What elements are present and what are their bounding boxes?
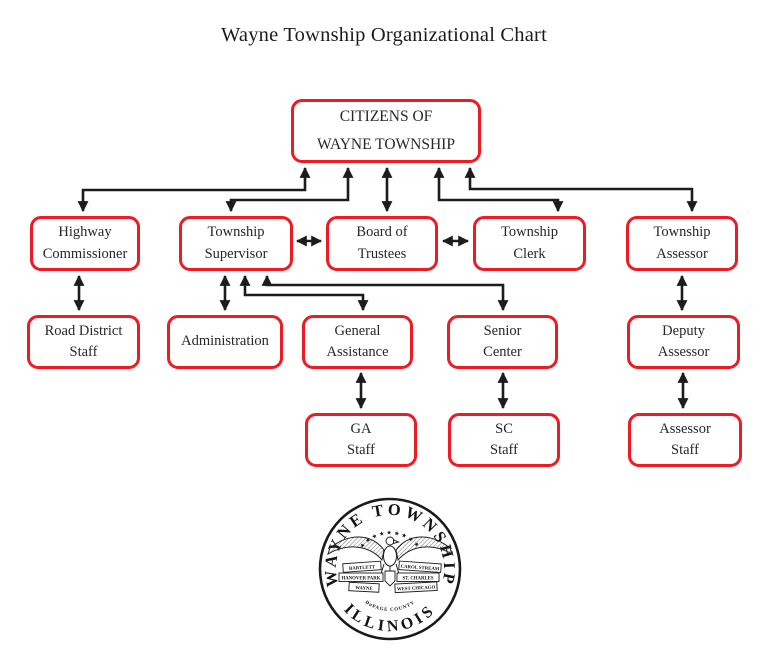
node-general-assistance: General Assistance [302, 315, 413, 369]
node-label-line: Assistance [326, 344, 389, 360]
seal-banner-carol-stream: CAROL STREAM [400, 565, 440, 573]
node-label-line: Township [653, 224, 711, 240]
seal-banner-st-charles: ST. CHARLES [402, 577, 433, 582]
node-board-of-trustees: Board of Trustees [326, 216, 438, 271]
node-senior-center: Senior Center [447, 315, 558, 369]
node-assessor-staff: Assessor Staff [628, 413, 742, 467]
seal-banners: BARTLETT CAROL STREAM HANOVER PARK ST. C… [338, 560, 442, 594]
node-township-supervisor: Township Supervisor [179, 216, 293, 271]
node-label-line: Township [207, 224, 265, 240]
connector-supervisor-senior-center [261, 274, 509, 312]
node-label-line: Road District [44, 322, 123, 339]
seal-shield [384, 570, 396, 587]
seal-banner-hanover-park: HANOVER PARK [342, 577, 381, 582]
node-label-line: Supervisor [204, 245, 268, 262]
node-label-line: Board of [356, 224, 408, 240]
node-label-line: Assessor [657, 344, 710, 360]
connector-citizens-township-assessor [464, 166, 698, 213]
node-ga-staff: GA Staff [305, 413, 417, 467]
seal-banner-wayne: WAYNE [355, 586, 373, 592]
node-road-district-staff: Road District Staff [27, 315, 140, 369]
node-label-line: Commissioner [42, 245, 128, 262]
node-label-line: Staff [671, 442, 699, 458]
node-administration: Administration [167, 315, 283, 369]
node-township-clerk: Township Clerk [473, 216, 586, 271]
connector-citizens-township-supervisor [225, 166, 354, 213]
node-label-line: Staff [347, 442, 375, 458]
node-label-line: Senior [483, 322, 522, 339]
node-label-line: Highway [58, 224, 112, 240]
node-township-assessor: Township Assessor [626, 216, 738, 271]
eagle-icon [327, 536, 453, 579]
node-label-line: SC [495, 420, 513, 437]
wayne-township-seal: WAYNE TOWNSHIP ★★★★★★★★★ BARTLETT CAROL … [318, 497, 462, 641]
node-label-line: CITIZENS OF [339, 108, 433, 125]
node-label-line: Clerk [513, 245, 546, 262]
seal-banner-west-chicago: WEST CHICAGO [397, 585, 436, 592]
page-title: Wayne Township Organizational Chart [221, 24, 547, 46]
node-citizens-of-wayne-township: CITIZENS OF WAYNE TOWNSHIP [291, 99, 481, 163]
node-label-line: Assessor [656, 245, 708, 262]
node-label-line: Assessor [659, 420, 711, 437]
node-label-line: Staff [490, 442, 518, 458]
node-label-line: Center [483, 344, 522, 360]
node-label-line: Trustees [357, 245, 407, 262]
connector-citizens-highway-commissioner [77, 166, 311, 213]
connector-supervisor-general-assistance [239, 274, 369, 312]
node-label-line: General [334, 322, 381, 339]
node-label-line: Administration [181, 333, 269, 350]
node-sc-staff: SC Staff [448, 413, 560, 467]
seal-banner-bartlett: BARTLETT [349, 565, 376, 572]
node-label-line: GA [350, 420, 372, 437]
node-deputy-assessor: Deputy Assessor [627, 315, 740, 369]
node-label-line: Township [501, 224, 558, 240]
node-highway-commissioner: Highway Commissioner [30, 216, 140, 271]
node-label-line: Staff [69, 344, 98, 360]
node-label-line: WAYNE TOWNSHIP [317, 136, 455, 153]
node-label-line: Deputy [662, 322, 705, 339]
